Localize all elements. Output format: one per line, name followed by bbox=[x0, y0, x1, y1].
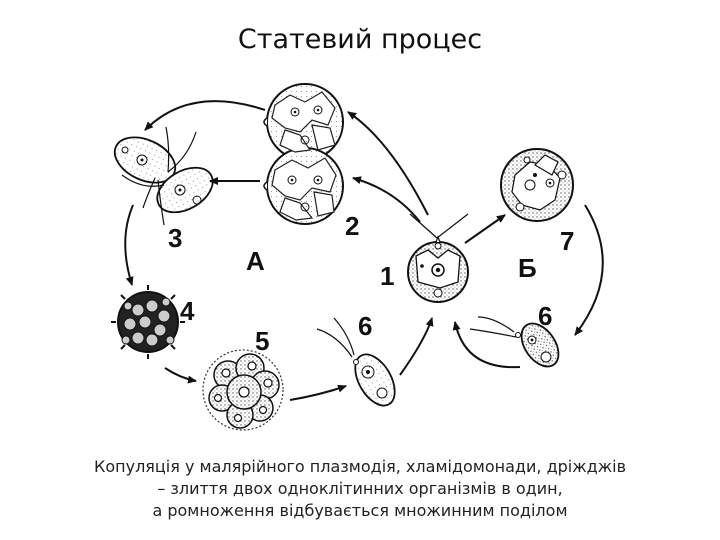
caption-line-2: – злиття двох одноклітинних організмів в… bbox=[157, 479, 563, 498]
label-stage-1: 1 bbox=[380, 261, 394, 291]
stage-7-cell bbox=[500, 148, 574, 222]
label-stage-6-left: 6 bbox=[358, 311, 372, 341]
stage-6-right-cell bbox=[469, 316, 560, 368]
label-stage-2: 2 bbox=[345, 211, 359, 241]
label-cycle-a: А bbox=[246, 246, 265, 276]
stage-4-zygote bbox=[111, 285, 185, 359]
caption-line-3: а ромноження відбувається множинним поді… bbox=[152, 501, 568, 520]
caption-line-1: Копуляція у малярійного плазмодія, хламі… bbox=[93, 457, 626, 476]
stage-2-cells bbox=[263, 83, 344, 225]
label-stage-3: 3 bbox=[168, 223, 182, 253]
label-stage-5: 5 bbox=[255, 326, 269, 356]
label-stage-6-right: 6 bbox=[538, 301, 552, 331]
page-title: Статевий процес bbox=[237, 24, 483, 55]
stage-3-gametes bbox=[113, 126, 214, 226]
label-stage-7: 7 bbox=[560, 226, 574, 256]
stage-5-divided-zygote bbox=[202, 349, 284, 431]
stage-1-cell bbox=[407, 213, 469, 303]
label-cycle-b: Б bbox=[518, 253, 537, 283]
cycle-arrows bbox=[124, 100, 604, 401]
caption: Копуляція у малярійного плазмодія, хламі… bbox=[0, 456, 720, 522]
label-stage-4: 4 bbox=[180, 296, 195, 326]
stage-6-left-cell bbox=[316, 317, 396, 407]
